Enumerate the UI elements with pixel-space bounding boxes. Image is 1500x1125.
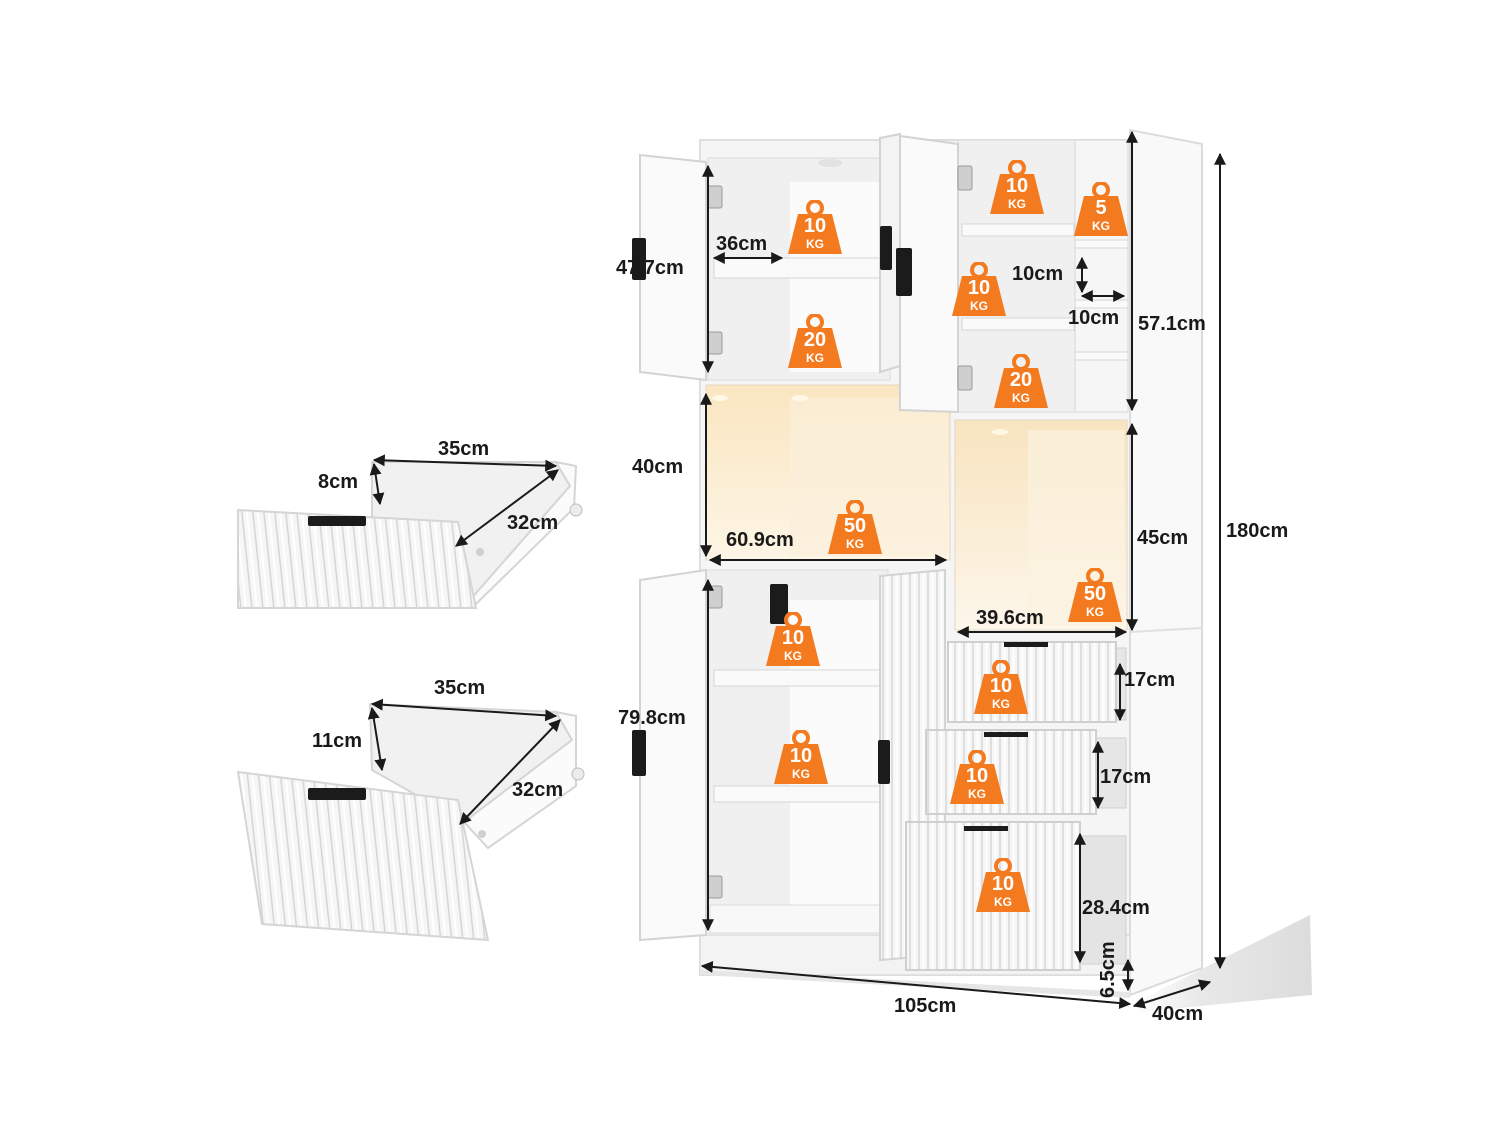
weight-unit: KG bbox=[806, 351, 824, 365]
weight-icon bbox=[994, 354, 1048, 408]
bar-handle-icon bbox=[632, 730, 646, 776]
dim-small-cubby-width: 10cm bbox=[1068, 307, 1120, 329]
weight-badge-upper-right-bottom: 20 KG bbox=[992, 354, 1050, 410]
weight-icon bbox=[952, 262, 1006, 316]
dim-total-width: 105cm bbox=[894, 995, 957, 1017]
weight-badge-drawer-3: 10 KG bbox=[974, 858, 1032, 914]
weight-icon bbox=[976, 858, 1030, 912]
dim-base-height: 6.5cm bbox=[1097, 941, 1119, 998]
weight-badge-drawer-2: 10 KG bbox=[948, 750, 1006, 806]
led-spotlight-icon bbox=[818, 159, 842, 167]
weight-value: 10 bbox=[789, 745, 813, 767]
weight-icon bbox=[766, 612, 820, 666]
weight-unit: KG bbox=[994, 895, 1012, 909]
weight-value: 10 bbox=[803, 215, 827, 237]
dim-led-left-height: 40cm bbox=[632, 456, 684, 478]
weight-icon bbox=[788, 200, 842, 254]
weight-unit: KG bbox=[784, 649, 802, 663]
dim-drawer-1-height: 17cm bbox=[1124, 669, 1176, 691]
weight-badge-led-left: 50 KG bbox=[826, 500, 884, 556]
weight-unit: KG bbox=[1008, 197, 1026, 211]
weight-value: 10 bbox=[1005, 175, 1029, 197]
lower-left-door-left bbox=[632, 568, 707, 942]
weight-value: 50 bbox=[1083, 583, 1107, 605]
weight-badge-upper-left-bottom: 20 KG bbox=[786, 314, 844, 370]
lower-left-compartment bbox=[705, 569, 889, 936]
dim-drawer-2-height: 17cm bbox=[1100, 766, 1152, 788]
dim-led-right-height: 45cm bbox=[1137, 527, 1189, 549]
large-drawer-width: 35cm bbox=[434, 677, 486, 699]
dim-small-cubby-height: 10cm bbox=[1012, 263, 1064, 285]
dimension-lines bbox=[367, 130, 1226, 1010]
weight-value: 50 bbox=[843, 515, 867, 537]
weight-badge-led-right: 50 KG bbox=[1066, 568, 1124, 624]
weight-icon bbox=[828, 500, 882, 554]
weight-value: 10 bbox=[989, 675, 1013, 697]
weight-unit: KG bbox=[970, 299, 988, 313]
bar-handle-icon bbox=[632, 238, 646, 280]
weight-badge-upper-right-side: 5 KG bbox=[1072, 182, 1130, 238]
weight-badge-upper-right-middle: 10 KG bbox=[950, 262, 1008, 318]
dim-lower-left-height: 79.8cm bbox=[618, 707, 686, 729]
small-drawer-depth: 32cm bbox=[507, 512, 559, 534]
bar-handle-icon bbox=[770, 584, 788, 624]
weight-badge-lower-left-middle: 10 KG bbox=[772, 730, 830, 786]
weight-icon bbox=[950, 750, 1004, 804]
weight-badge-drawer-1: 10 KG bbox=[972, 660, 1030, 716]
bar-handle-icon bbox=[896, 248, 912, 296]
bar-handle-icon bbox=[880, 226, 892, 270]
dim-upper-left-height: 47.7cm bbox=[616, 257, 684, 279]
small-drawer-illustration bbox=[237, 460, 583, 609]
weight-unit: KG bbox=[1012, 391, 1030, 405]
weight-value: 10 bbox=[991, 873, 1015, 895]
dim-upper-right-height: 57.1cm bbox=[1138, 313, 1206, 335]
weight-unit: KG bbox=[846, 537, 864, 551]
large-drawer-height: 11cm bbox=[312, 730, 363, 752]
weight-unit: KG bbox=[806, 237, 824, 251]
weight-value: 5 bbox=[1095, 197, 1107, 219]
upper-right-door bbox=[896, 134, 959, 414]
weight-value: 10 bbox=[967, 277, 991, 299]
weight-value: 20 bbox=[803, 329, 827, 351]
small-drawer-height: 8cm bbox=[318, 471, 359, 493]
weight-value: 10 bbox=[781, 627, 805, 649]
drawer-3 bbox=[905, 821, 1127, 971]
weight-value: 20 bbox=[1009, 369, 1033, 391]
weight-icon bbox=[974, 660, 1028, 714]
dim-total-depth: 40cm bbox=[1152, 1003, 1204, 1025]
weight-value: 10 bbox=[965, 765, 989, 787]
large-drawer-illustration bbox=[236, 702, 585, 942]
dim-led-right-width: 39.6cm bbox=[976, 607, 1044, 629]
weight-unit: KG bbox=[792, 767, 810, 781]
weight-badge-upper-left-top: 10 KG bbox=[786, 200, 844, 256]
led-compartment-left bbox=[705, 384, 951, 561]
weight-badge-lower-left-top: 10 KG bbox=[764, 612, 822, 668]
weight-badge-upper-right-top: 10 KG bbox=[988, 160, 1046, 216]
dim-drawer-3-height: 28.4cm bbox=[1082, 897, 1150, 919]
weight-icon bbox=[774, 730, 828, 784]
weight-unit: KG bbox=[992, 697, 1010, 711]
large-drawer-depth: 32cm bbox=[512, 779, 564, 801]
weight-icon bbox=[1068, 568, 1122, 622]
bar-handle-icon bbox=[878, 740, 890, 784]
small-drawer-width: 35cm bbox=[438, 438, 490, 460]
weight-icon bbox=[788, 314, 842, 368]
dim-upper-shelf-width: 36cm bbox=[716, 233, 768, 255]
dim-total-height: 180cm bbox=[1226, 520, 1289, 542]
weight-icon bbox=[1074, 182, 1128, 236]
dim-led-left-width: 60.9cm bbox=[726, 529, 794, 551]
weight-icon bbox=[990, 160, 1044, 214]
weight-unit: KG bbox=[1086, 605, 1104, 619]
weight-unit: KG bbox=[968, 787, 986, 801]
upper-left-door-left bbox=[632, 153, 707, 382]
weight-unit: KG bbox=[1092, 219, 1110, 233]
